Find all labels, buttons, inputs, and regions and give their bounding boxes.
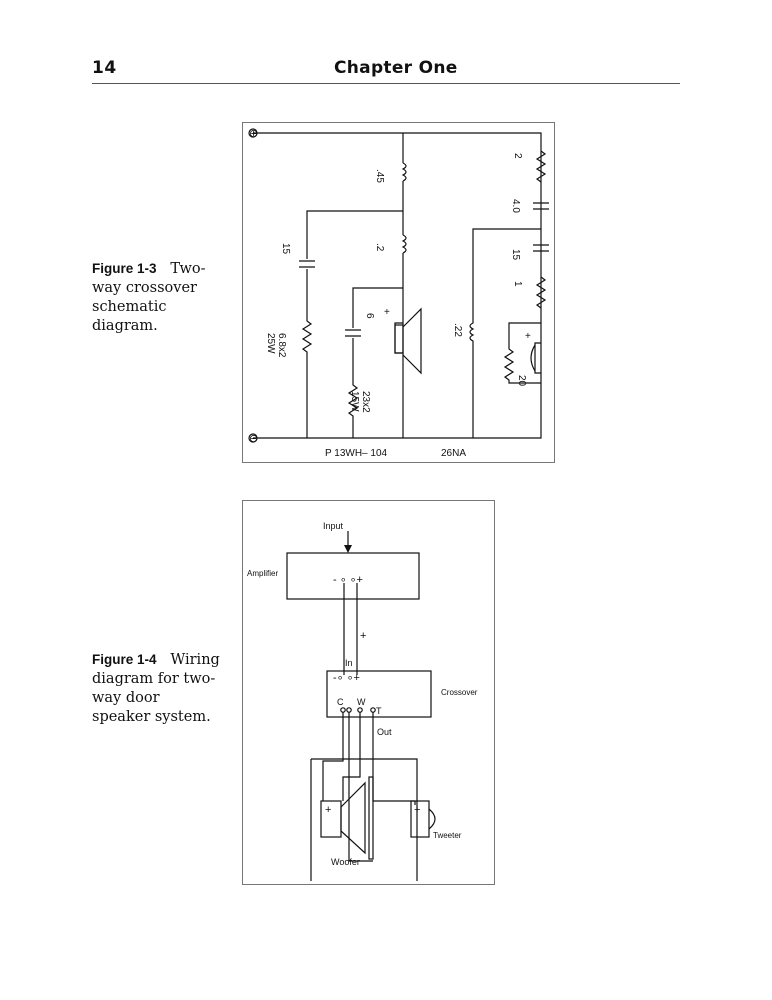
wire-plus-label: + xyxy=(360,630,366,642)
woofer-model-label: P 13WH– 104 xyxy=(325,448,388,459)
woofer-cone xyxy=(340,781,366,855)
input-arrow-head xyxy=(344,545,352,553)
out-label: Out xyxy=(377,727,392,737)
header-rule xyxy=(92,83,680,84)
capacitor-6 xyxy=(345,329,361,337)
crossover-label: Crossover xyxy=(441,688,478,697)
label-r2: 23x215W xyxy=(349,391,371,413)
capacitor-15b xyxy=(533,244,549,252)
tweeter-model-label: 26NA xyxy=(441,448,466,459)
label-c3: 4.0 xyxy=(510,199,521,213)
tweeter-plus-label: + xyxy=(414,804,420,816)
amplifier-box xyxy=(286,552,420,600)
figure-1-3-caption: Figure 1-3 Two-way crossover schematic d… xyxy=(92,259,222,336)
woofer-plus-label: + xyxy=(325,804,331,816)
page-number: 14 xyxy=(92,58,117,78)
label-l3: .22 xyxy=(452,323,463,337)
woofer-cone xyxy=(402,307,422,375)
plus-terminal xyxy=(248,128,258,138)
label-r4: 1 xyxy=(512,281,523,287)
crossover-schematic: ⊕ ⊖ .45 .2 15 6 6.8x225W 23x215W + 2 4.0… xyxy=(248,128,549,459)
label-l1: .45 xyxy=(374,169,385,183)
tweeter-label: Tweeter xyxy=(433,831,462,840)
speaker-wires xyxy=(343,583,358,675)
woofer-frame xyxy=(368,776,374,860)
figure-1-3-label: Figure 1-3 xyxy=(92,261,157,276)
label-r1: 6.8x225W xyxy=(265,333,287,358)
door-enclosure xyxy=(310,758,418,881)
label-tweeter-plus: + xyxy=(525,331,531,342)
wiring-diagram: Input Amplifier - ∘ ∘+ + In -∘ ∘+ Crosso… xyxy=(247,521,478,881)
label-l2: .2 xyxy=(374,243,385,252)
main-rails xyxy=(253,132,542,439)
amplifier-label: Amplifier xyxy=(247,569,278,578)
resistor-1 xyxy=(535,276,547,309)
chapter-title: Chapter One xyxy=(334,58,458,78)
crossover-in-terminals: -∘ ∘+ xyxy=(333,672,360,684)
woofer-label: Woofer xyxy=(331,857,360,867)
woofer-magnet xyxy=(394,324,404,354)
figure-1-4-label: Figure 1-4 xyxy=(92,652,157,667)
figure-1-4-caption: Figure 1-4 Wiring diagram for two-way do… xyxy=(92,650,222,727)
inductor-045 xyxy=(401,162,407,182)
label-r3: 2 xyxy=(512,153,523,159)
label-r5: 20 xyxy=(516,375,527,387)
tweeter-body xyxy=(410,800,430,838)
resistor-6-8x2 xyxy=(301,269,313,438)
minus-symbol: ⊖ xyxy=(249,433,258,445)
tweeter-terminal-label: T xyxy=(376,706,382,716)
woofer-terminal-label: W xyxy=(357,697,366,707)
tweeter-dome xyxy=(428,808,436,830)
resistor-2 xyxy=(535,150,547,183)
label-c1: 15 xyxy=(280,243,291,255)
amplifier-terminals: - ∘ ∘+ xyxy=(333,574,363,586)
crossover-box xyxy=(326,670,432,718)
label-c4: 15 xyxy=(510,249,521,261)
figure-1-4-caption-text: Wiring diagram for two-way door speaker … xyxy=(92,652,220,725)
capacitor-4-0 xyxy=(533,202,549,210)
label-woofer-plus: + xyxy=(384,307,390,318)
common-terminal-label: C xyxy=(337,697,344,707)
figure-1-3-schematic: ⊕ ⊖ .45 .2 15 6 6.8x225W 23x215W + 2 4.0… xyxy=(242,122,555,463)
resistor-23x2 xyxy=(347,338,359,438)
tweeter-dome xyxy=(530,344,536,372)
figure-1-3-caption-text: Two-way crossover schematic diagram. xyxy=(92,261,206,334)
input-label: Input xyxy=(323,521,344,531)
minus-terminal xyxy=(248,433,258,443)
capacitor-15 xyxy=(299,260,315,268)
plus-symbol: ⊕ xyxy=(249,128,258,140)
resistor-20 xyxy=(503,322,541,384)
figure-1-4-wiring-diagram: Input Amplifier - ∘ ∘+ + In -∘ ∘+ Crosso… xyxy=(242,500,495,885)
inductor-02 xyxy=(401,234,407,254)
label-c2: 6 xyxy=(364,313,375,319)
in-label: In xyxy=(345,658,353,668)
